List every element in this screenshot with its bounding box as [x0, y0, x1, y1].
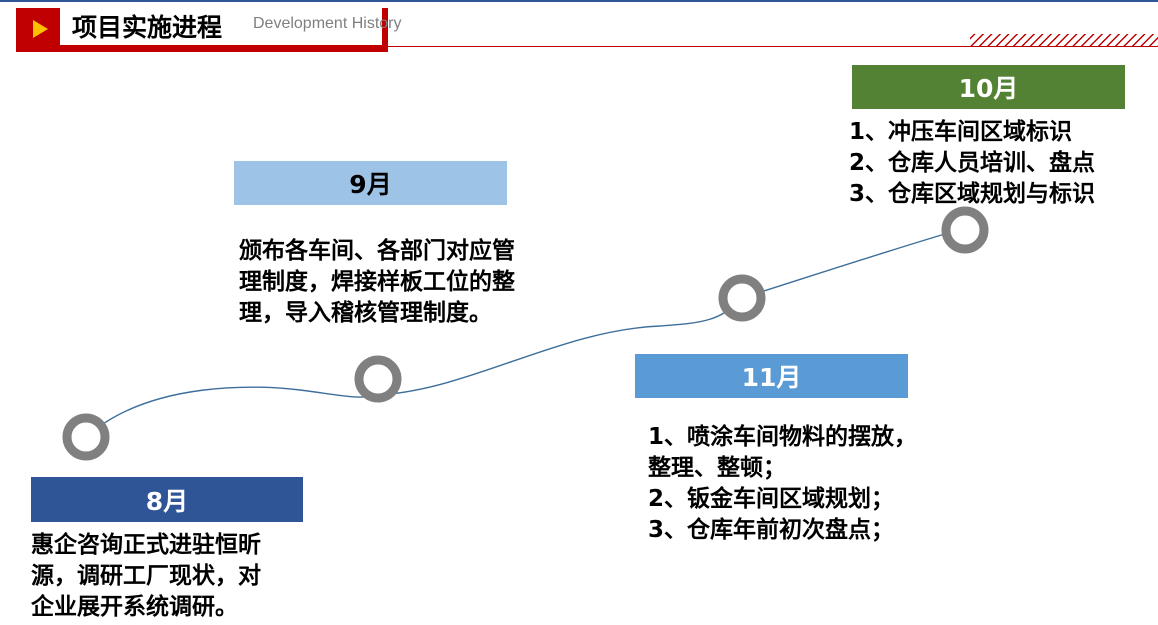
- header-hatch-decoration: [970, 34, 1158, 47]
- milestone-aug-description: 惠企咨询正式进驻恒昕 源，调研工厂现状，对 企业展开系统调研。: [31, 530, 261, 623]
- milestone-sep-description: 颁布各车间、各部门对应管 理制度，焊接样板工位的整 理，导入稽核管理制度。: [239, 236, 515, 329]
- header-title-panel: [60, 4, 382, 45]
- page-title: 项目实施进程: [72, 13, 223, 42]
- page-subtitle: Development History: [253, 15, 402, 32]
- milestone-nov-line-2: 整理、整顿；: [648, 455, 786, 481]
- milestone-nov-line-4: 3、仓库年前初次盘点；: [648, 517, 895, 543]
- milestone-nov-line-1: 1、喷涂车间物料的摆放，: [648, 424, 918, 450]
- header-divider: [388, 46, 1158, 47]
- milestone-nov-line-3: 2、钣金车间区域规划；: [648, 486, 895, 512]
- milestone-sep-label: 9月: [234, 161, 507, 205]
- milestone-oct-label: 10月: [852, 65, 1125, 109]
- milestone-oct-description: 1、冲压车间区域标识 2、仓库人员培训、盘点 3、仓库区域规划与标识: [849, 117, 1095, 210]
- play-arrow-icon: [32, 19, 48, 38]
- timeline-node-oct: [941, 206, 989, 254]
- milestone-nov-label: 11月: [635, 354, 908, 398]
- milestone-aug-line-3: 企业展开系统调研。: [31, 594, 238, 620]
- milestone-sep-line-3: 理，导入稽核管理制度。: [239, 300, 492, 326]
- top-rule: [0, 0, 1158, 2]
- header-marker: [16, 12, 60, 45]
- milestone-nov-description: 1、喷涂车间物料的摆放， 整理、整顿； 2、钣金车间区域规划； 3、仓库年前初次…: [648, 422, 917, 546]
- timeline-node-aug: [62, 413, 110, 461]
- milestone-aug-line-2: 源，调研工厂现状，对: [31, 563, 261, 589]
- milestone-oct-line-1: 1、冲压车间区域标识: [849, 119, 1073, 145]
- milestone-aug-label: 8月: [31, 477, 303, 522]
- milestone-aug-line-1: 惠企咨询正式进驻恒昕: [31, 532, 261, 558]
- timeline-node-nov: [718, 274, 766, 322]
- milestone-sep-line-2: 理制度，焊接样板工位的整: [239, 269, 515, 295]
- milestone-oct-line-2: 2、仓库人员培训、盘点: [849, 150, 1096, 176]
- milestone-oct-line-3: 3、仓库区域规划与标识: [849, 181, 1096, 207]
- timeline-node-sep: [354, 355, 402, 403]
- timeline-curve: [85, 227, 966, 438]
- milestone-sep-line-1: 颁布各车间、各部门对应管: [239, 238, 515, 264]
